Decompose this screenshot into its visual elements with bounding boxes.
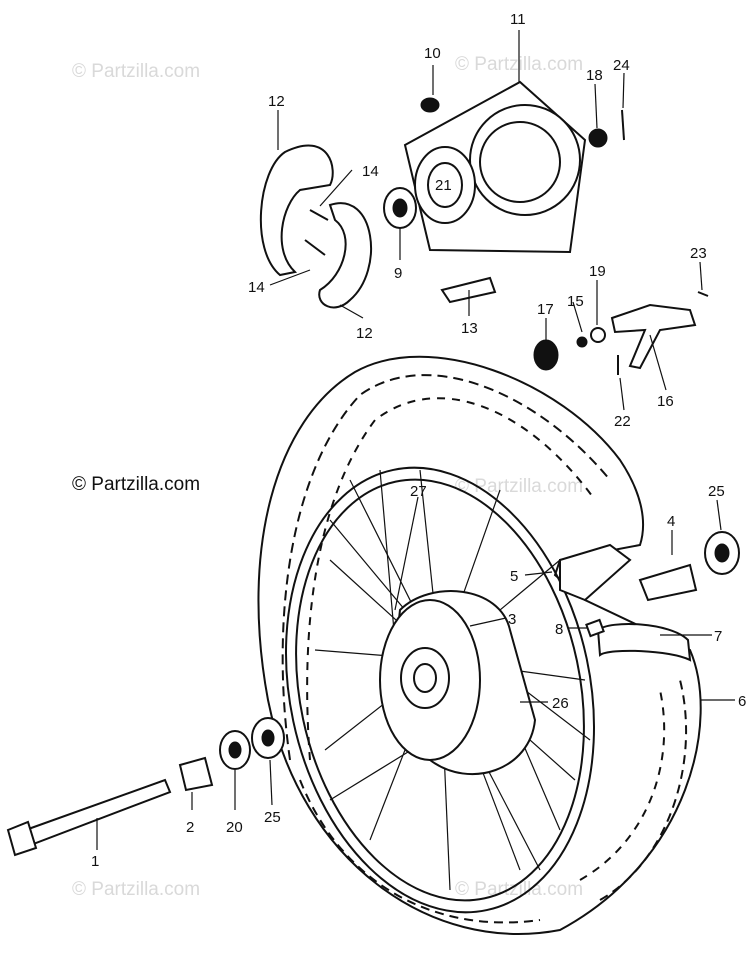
callout-label: 13 — [461, 320, 478, 337]
tire-tread — [281, 374, 687, 924]
hub-center — [400, 647, 450, 709]
callout-label: 12 — [356, 325, 373, 342]
callout-label: 1 — [91, 853, 99, 870]
inner-tube — [585, 618, 692, 662]
callout-label: 14 — [362, 163, 379, 180]
brake-panel-outline — [403, 80, 587, 254]
callout-label: 5 — [510, 568, 518, 585]
rim-outer — [285, 466, 595, 914]
tire-section — [559, 543, 632, 602]
callout-label: 6 — [738, 693, 746, 710]
callout-labels: 1 2 3 4 5 6 7 8 9 10 11 12 12 13 14 14 1… — [91, 11, 746, 870]
callout-label: 10 — [424, 45, 441, 62]
callout-label: 7 — [714, 628, 722, 645]
front-wheel-drawing — [257, 355, 702, 935]
callout-label: 3 — [508, 611, 516, 628]
watermark: © Partzilla.com — [72, 61, 200, 82]
callout-label: 8 — [555, 621, 563, 638]
axle — [18, 778, 172, 848]
callout-label: 24 — [613, 57, 630, 74]
callout-label: 22 — [614, 413, 631, 430]
callout-label: 27 — [410, 483, 427, 500]
axle-parts — [6, 531, 740, 857]
callout-label: 4 — [667, 513, 675, 530]
dust-seal — [533, 339, 559, 371]
callout-label: 11 — [510, 11, 526, 28]
hub — [379, 590, 537, 776]
rim-band — [585, 618, 605, 638]
brake-arm-parts — [533, 109, 709, 375]
callout-label: 9 — [394, 265, 402, 282]
callout-label: 14 — [248, 279, 265, 296]
bearing-9 — [383, 187, 417, 229]
pin — [420, 97, 440, 113]
leader-lines — [96, 30, 735, 850]
callout-label: 19 — [589, 263, 606, 280]
callout-label: 25 — [708, 483, 725, 500]
callout-label: 20 — [226, 819, 243, 836]
callout-label: 23 — [690, 245, 707, 262]
callout-label: 18 — [586, 67, 603, 84]
callout-label: 16 — [657, 393, 674, 410]
distance-collar — [638, 563, 698, 602]
collar — [178, 756, 214, 792]
copyright-notice: © Partzilla.com — [72, 474, 200, 495]
callout-label: 15 — [567, 293, 584, 310]
seal — [414, 146, 476, 224]
brake-arm — [610, 303, 697, 370]
watermark: © Partzilla.com — [455, 476, 583, 497]
callout-label: 25 — [264, 809, 281, 826]
watermark: © Partzilla.com — [72, 879, 200, 900]
watermark: © Partzilla.com — [455, 879, 583, 900]
brake-shoes — [259, 144, 372, 309]
callout-label: 12 — [268, 93, 285, 110]
callout-label: 26 — [552, 695, 569, 712]
callout-label: 21 — [435, 177, 452, 194]
rim-inner — [295, 478, 585, 902]
callout-label: 17 — [537, 301, 554, 318]
brake-panel — [403, 80, 587, 254]
callout-label: 2 — [186, 819, 194, 836]
tire-outline — [257, 355, 702, 935]
